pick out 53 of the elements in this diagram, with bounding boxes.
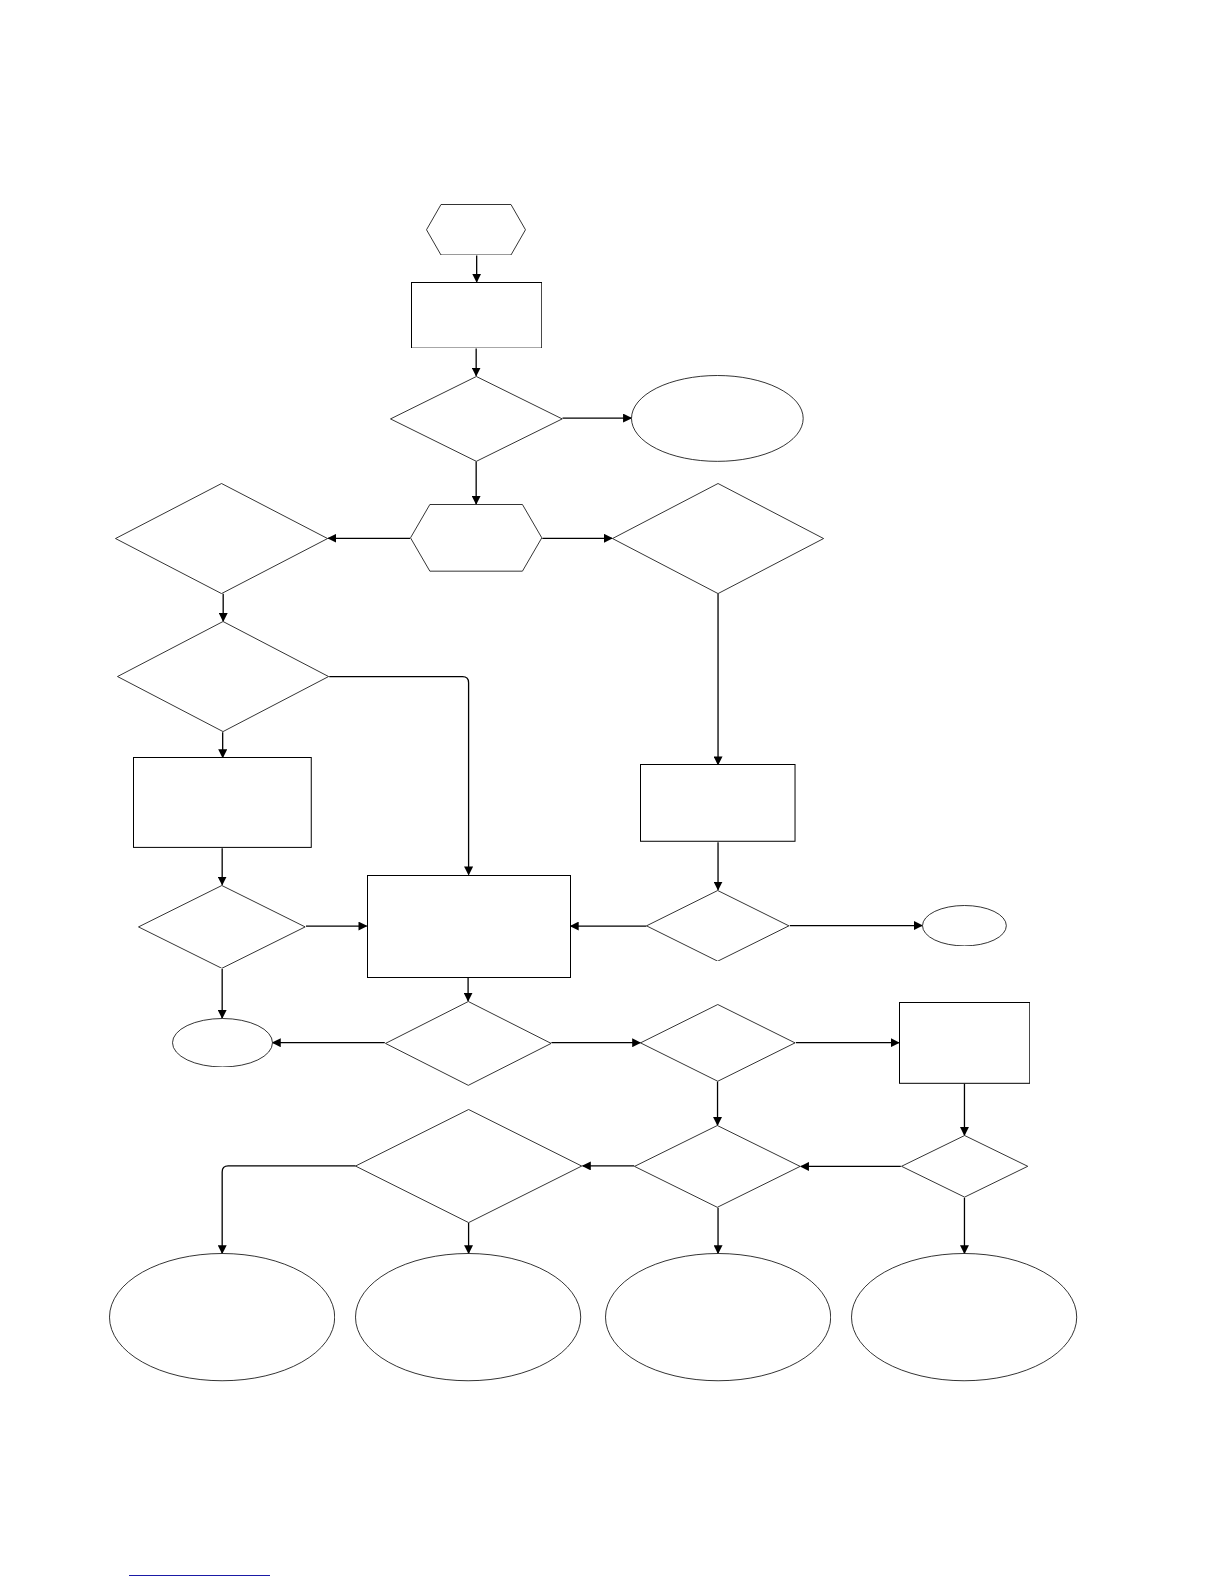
- decision-diamond: [640, 1003, 796, 1082]
- arrow: [959, 1197, 969, 1255]
- arrow: [217, 847, 227, 886]
- terminal-ellipse: [355, 1253, 582, 1382]
- arrow: [959, 1082, 969, 1137]
- arrow: [218, 731, 228, 759]
- process-box: [366, 874, 571, 978]
- arrow: [550, 1038, 642, 1048]
- arrow: [463, 976, 473, 1002]
- arrow: [305, 921, 368, 931]
- process-box: [898, 1001, 1031, 1084]
- process-box: [411, 281, 543, 349]
- arrow: [328, 676, 474, 876]
- decision-diamond: [117, 621, 330, 733]
- arrow: [217, 1165, 357, 1255]
- arrow: [471, 347, 481, 377]
- arrow: [569, 921, 647, 931]
- arrow: [561, 413, 633, 423]
- preparation-hexagon: [410, 503, 543, 572]
- terminal-ellipse: [922, 904, 1007, 947]
- arrow: [472, 254, 482, 283]
- terminal-ellipse: [604, 1253, 832, 1382]
- terminal-ellipse: [171, 1017, 273, 1068]
- preparation-hexagon: [426, 204, 527, 256]
- decision-diamond: [900, 1135, 1029, 1198]
- arrow: [713, 593, 723, 766]
- arrow: [217, 967, 227, 1019]
- decision-diamond: [138, 884, 306, 969]
- arrow: [713, 841, 723, 891]
- terminal-ellipse: [631, 374, 804, 462]
- terminal-ellipse: [109, 1253, 336, 1382]
- decision-diamond: [355, 1108, 583, 1223]
- decision-diamond: [384, 1000, 552, 1086]
- arrow: [799, 1161, 902, 1171]
- arrow: [464, 1222, 474, 1255]
- decision-diamond: [389, 375, 563, 462]
- decision-diamond: [115, 482, 329, 594]
- arrow: [713, 1080, 723, 1126]
- arrow: [713, 1207, 723, 1255]
- decision-diamond: [646, 889, 790, 962]
- arrow: [541, 533, 613, 543]
- arrow: [581, 1161, 635, 1171]
- arrow: [789, 921, 923, 931]
- process-box: [640, 764, 796, 843]
- arrow: [795, 1038, 900, 1048]
- decision-diamond: [612, 482, 825, 594]
- decision-diamond: [634, 1125, 801, 1208]
- arrow: [271, 1038, 386, 1048]
- arrow: [327, 533, 411, 543]
- arrow: [471, 460, 481, 505]
- terminal-ellipse: [851, 1253, 1078, 1382]
- process-box: [133, 757, 313, 849]
- arrow: [218, 593, 228, 622]
